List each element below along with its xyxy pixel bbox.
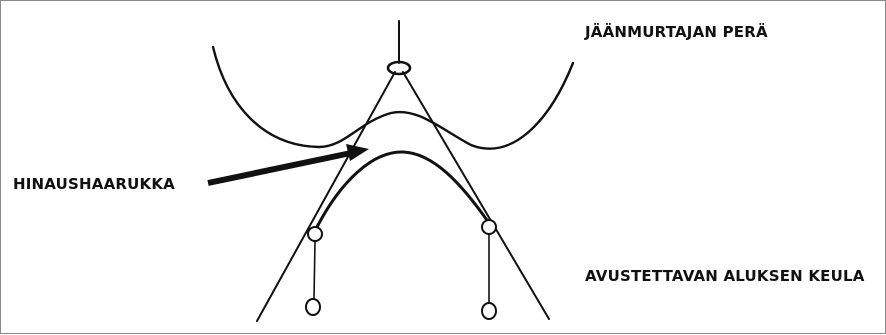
assisted-vessel-bow-label: AVUSTETTAVAN ALUKSEN KEULA [585,267,865,285]
towing-fork-label: HINAUSHAARUKKA [13,175,175,193]
left-weight [305,298,321,316]
icebreaker-stern-outline [211,45,575,150]
fork-left-leg [256,71,396,322]
fork-pointer-arrow-shaft [207,150,352,186]
left-hanging-line [313,240,316,300]
right-weight [481,302,497,320]
assisted-vessel-bow-outline [315,150,491,229]
fork-pointer-arrow-head [346,144,369,161]
icebreaker-stern-label: JÄÄNMURTAJAN PERÄ [585,23,768,41]
fork-right-leg [402,71,550,320]
left-attachment-point [307,226,323,242]
right-attachment-point [481,219,497,235]
towing-ring [386,60,412,76]
